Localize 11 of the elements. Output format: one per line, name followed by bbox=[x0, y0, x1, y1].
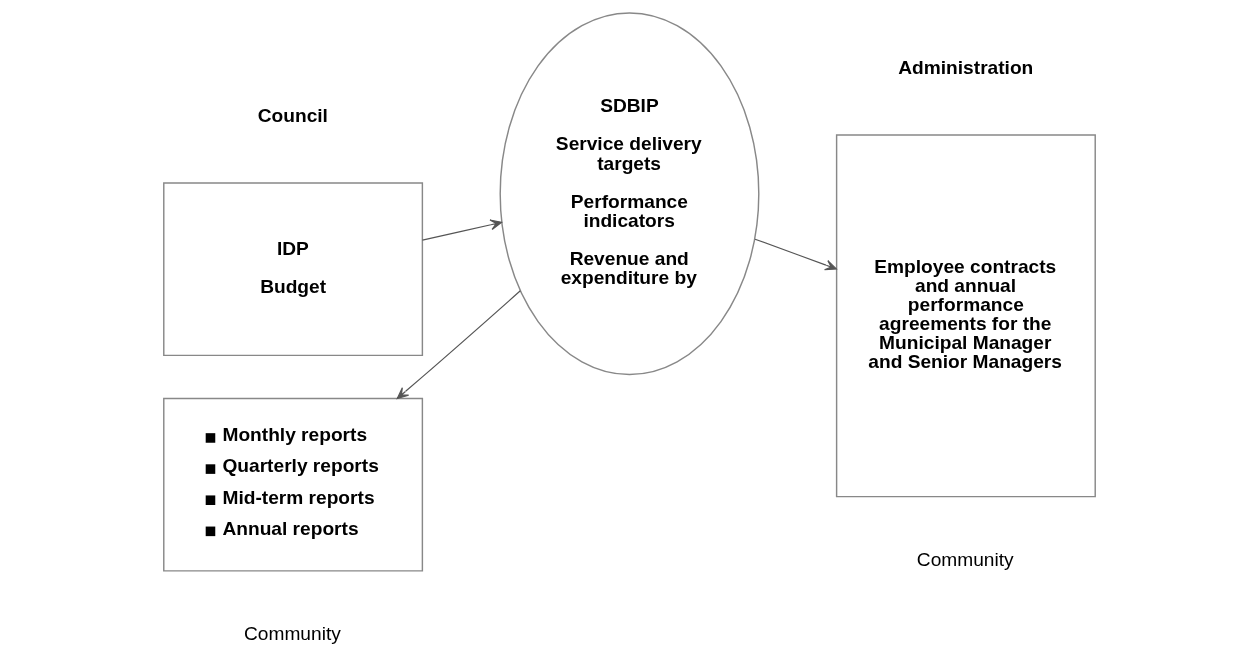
node-box: Monthly reports Quarterly reports Mid-term reports Annual reports bbox=[162, 397, 423, 572]
label: Council bbox=[257, 104, 328, 126]
node-ellipse: SDBIP Service delivery targets Performance indicators Revenue and expenditure by bbox=[498, 12, 759, 376]
label: Community bbox=[916, 548, 1014, 570]
arrow bbox=[421, 219, 502, 241]
node-box: Employee contracts and annual performance agreements for the Municipal Manager and Senior Managers bbox=[835, 134, 1096, 498]
arrow bbox=[753, 238, 837, 271]
label: Community bbox=[243, 623, 341, 645]
arrow bbox=[396, 290, 521, 400]
label: Administration bbox=[897, 56, 1033, 78]
node-box: IDP Budget bbox=[162, 182, 423, 357]
